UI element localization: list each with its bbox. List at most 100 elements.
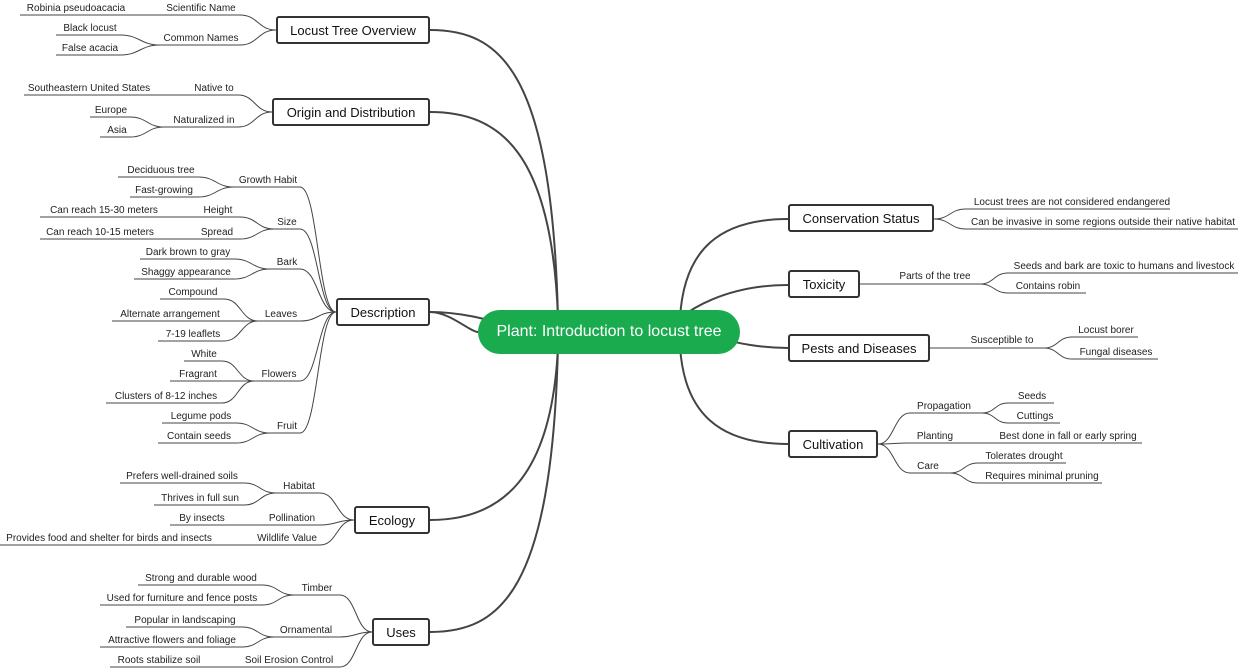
leaf-fast-growing[interactable]: Fast-growing: [135, 185, 193, 196]
connector-line: [319, 492, 355, 521]
connector-line: [299, 311, 337, 322]
label-flowers[interactable]: Flowers: [261, 369, 297, 380]
leaf-dark-brown[interactable]: Dark brown to gray: [145, 247, 231, 258]
leaf-invasive[interactable]: Can be invasive in some regions outside …: [970, 217, 1236, 228]
label-leaves[interactable]: Leaves: [264, 309, 298, 320]
leaf-fall-spring[interactable]: Best done in fall or early spring: [999, 431, 1137, 442]
leaf-durable-wood[interactable]: Strong and durable wood: [145, 573, 257, 584]
leaf-drought[interactable]: Tolerates drought: [985, 451, 1063, 462]
leaf-legume-pods[interactable]: Legume pods: [170, 411, 232, 422]
label-spread[interactable]: Spread: [200, 227, 234, 238]
label-timber[interactable]: Timber: [301, 583, 333, 594]
leaf-locust-borer[interactable]: Locust borer: [1078, 325, 1134, 336]
leaf-compound[interactable]: Compound: [168, 287, 218, 298]
leaf-cuttings[interactable]: Cuttings: [1016, 411, 1054, 422]
label-soil-erosion[interactable]: Soil Erosion Control: [244, 655, 334, 666]
leaf-not-endangered[interactable]: Locust trees are not considered endanger…: [973, 197, 1171, 208]
leaf-asia[interactable]: Asia: [107, 125, 127, 136]
connector-line: [239, 29, 277, 46]
root-node[interactable]: Plant: Introduction to locust tree: [478, 310, 740, 354]
leaf-deciduous-tree[interactable]: Deciduous tree: [127, 165, 195, 176]
label-habitat[interactable]: Habitat: [283, 481, 315, 492]
connector-line: [679, 345, 789, 445]
connector-line: [129, 116, 165, 128]
leaf-spread-value[interactable]: Can reach 10-15 meters: [46, 227, 154, 238]
connector-line: [949, 472, 979, 484]
leaf-height-value[interactable]: Can reach 15-30 meters: [50, 205, 158, 216]
connector-line: [233, 268, 271, 280]
node-origin-distribution[interactable]: Origin and Distribution: [272, 98, 430, 126]
leaf-stabilize-soil[interactable]: Roots stabilize soil: [117, 655, 201, 666]
leaf-well-drained[interactable]: Prefers well-drained soils: [126, 471, 238, 482]
leaf-southeastern-us[interactable]: Southeastern United States: [27, 83, 151, 94]
leaf-attractive[interactable]: Attractive flowers and foliage: [108, 635, 236, 646]
connector-line: [981, 412, 1009, 424]
leaf-fungal[interactable]: Fungal diseases: [1079, 347, 1153, 358]
label-growth-habit[interactable]: Growth Habit: [238, 175, 298, 186]
leaf-landscaping[interactable]: Popular in landscaping: [134, 615, 236, 626]
leaf-minimal-pruning[interactable]: Requires minimal pruning: [985, 471, 1099, 482]
connector-line: [235, 432, 271, 444]
node-cultivation[interactable]: Cultivation: [788, 430, 878, 458]
leaf-full-sun[interactable]: Thrives in full sun: [161, 493, 239, 504]
label-care[interactable]: Care: [917, 461, 939, 472]
leaf-clusters[interactable]: Clusters of 8-12 inches: [114, 391, 218, 402]
node-pests-diseases[interactable]: Pests and Diseases: [788, 334, 930, 362]
connector-line: [241, 626, 275, 638]
connector-line: [429, 311, 479, 333]
leaf-by-insects[interactable]: By insects: [179, 513, 225, 524]
leaf-robinia[interactable]: Robinia pseudoacacia: [26, 3, 126, 14]
connector-line: [237, 94, 273, 113]
node-uses[interactable]: Uses: [372, 618, 430, 646]
label-bark[interactable]: Bark: [276, 257, 298, 268]
connector-line: [877, 412, 911, 445]
label-native-to[interactable]: Native to: [194, 83, 234, 94]
label-common-names[interactable]: Common Names: [163, 33, 239, 44]
connector-line: [299, 268, 337, 313]
leaf-leaflets[interactable]: 7-19 leaflets: [165, 329, 221, 340]
connector-line: [119, 34, 161, 46]
connector-line: [429, 111, 559, 319]
label-propagation[interactable]: Propagation: [917, 401, 971, 412]
connector-line: [979, 283, 1009, 294]
leaf-furniture[interactable]: Used for furniture and fence posts: [106, 593, 258, 604]
label-scientific-name[interactable]: Scientific Name: [166, 3, 236, 14]
label-height[interactable]: Height: [203, 205, 233, 216]
leaf-shaggy[interactable]: Shaggy appearance: [141, 267, 231, 278]
connector-line: [319, 519, 355, 546]
node-locust-tree-overview[interactable]: Locust Tree Overview: [276, 16, 430, 44]
leaf-europe[interactable]: Europe: [94, 105, 128, 116]
node-ecology[interactable]: Ecology: [354, 506, 430, 534]
connector-line: [221, 380, 255, 404]
connector-line: [239, 228, 275, 240]
label-naturalized-in[interactable]: Naturalized in: [173, 115, 235, 126]
leaf-seeds[interactable]: Seeds: [1017, 391, 1047, 402]
leaf-contain-seeds[interactable]: Contain seeds: [167, 431, 231, 442]
connector-line: [933, 218, 967, 230]
connector-line: [221, 360, 255, 382]
node-description[interactable]: Description: [336, 298, 430, 326]
label-susceptible[interactable]: Susceptible to: [970, 335, 1034, 346]
label-fruit[interactable]: Fruit: [277, 421, 297, 432]
leaf-contains-robin[interactable]: Contains robin: [1015, 281, 1081, 292]
leaf-toxic-seeds[interactable]: Seeds and bark are toxic to humans and l…: [1013, 261, 1235, 272]
leaf-food-shelter[interactable]: Provides food and shelter for birds and …: [6, 533, 212, 544]
leaf-false-acacia[interactable]: False acacia: [61, 43, 119, 54]
label-planting[interactable]: Planting: [916, 431, 954, 442]
leaf-black-locust[interactable]: Black locust: [63, 23, 117, 34]
connector-line: [299, 311, 337, 434]
label-size[interactable]: Size: [277, 217, 297, 228]
node-conservation-status[interactable]: Conservation Status: [788, 204, 934, 232]
connector-line: [339, 631, 373, 668]
label-ornamental[interactable]: Ornamental: [279, 625, 333, 636]
connector-line: [339, 594, 373, 633]
label-parts-of-tree[interactable]: Parts of the tree: [899, 271, 971, 282]
node-toxicity[interactable]: Toxicity: [788, 270, 860, 298]
leaf-alternate[interactable]: Alternate arrangement: [120, 309, 220, 320]
leaf-white[interactable]: White: [191, 349, 217, 360]
label-wildlife-value[interactable]: Wildlife Value: [257, 533, 317, 544]
label-pollination[interactable]: Pollination: [268, 513, 316, 524]
connector-line: [981, 402, 1009, 414]
leaf-fragrant[interactable]: Fragrant: [179, 369, 217, 380]
